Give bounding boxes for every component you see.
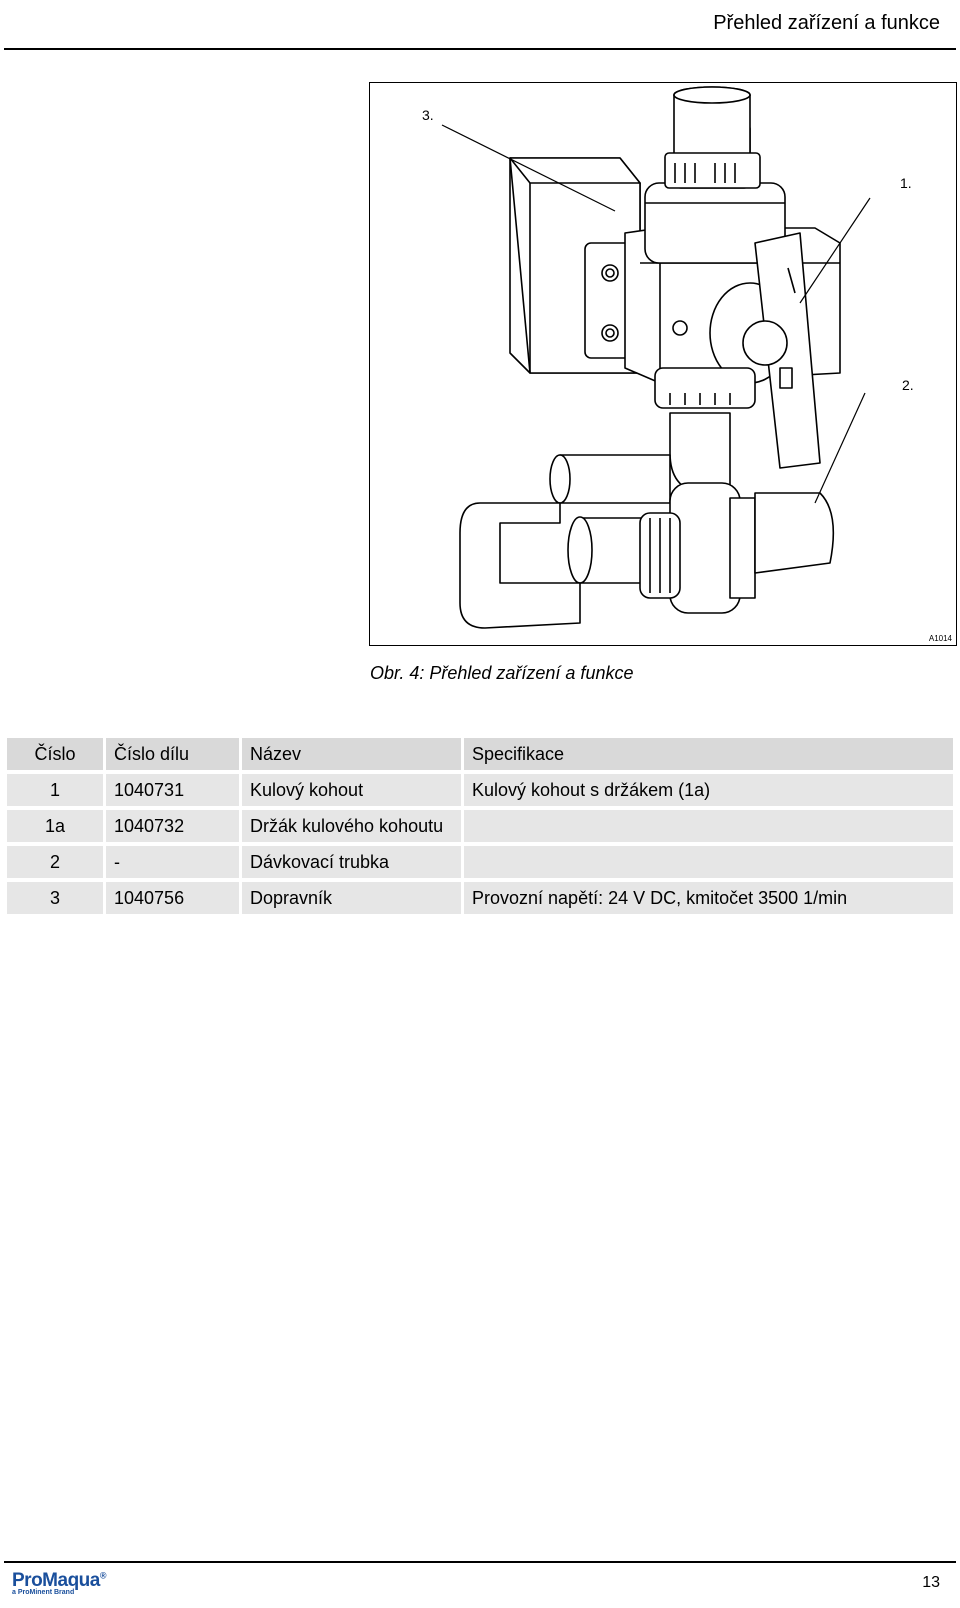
header-divider bbox=[4, 48, 956, 50]
figure-caption: Obr. 4: Přehled zařízení a funkce bbox=[370, 663, 634, 683]
callout-3-leader bbox=[441, 124, 616, 212]
table-row: 3 1040756 Dopravník Provozní napětí: 24 … bbox=[7, 882, 953, 914]
header-part-number: Číslo dílu bbox=[106, 738, 239, 770]
header-specification: Specifikace bbox=[464, 738, 953, 770]
logo-tagline: a ProMinent Brand bbox=[12, 1589, 75, 1596]
cell-name: Dopravník bbox=[242, 882, 461, 914]
promaqua-logo: ProMaqua® a ProMinent Brand bbox=[12, 1570, 107, 1596]
callout-2: 2. bbox=[902, 377, 914, 393]
footer-divider bbox=[4, 1561, 956, 1563]
callout-1: 1. bbox=[900, 175, 912, 191]
cell-part-number: 1040756 bbox=[106, 882, 239, 914]
cell-part-number: 1040731 bbox=[106, 774, 239, 806]
logo-registered-mark: ® bbox=[99, 1570, 107, 1581]
page-header-title: Přehled zařízení a funkce bbox=[713, 12, 940, 34]
cell-specification bbox=[464, 810, 953, 842]
cell-specification: Kulový kohout s držákem (1a) bbox=[464, 774, 953, 806]
cell-number: 1a bbox=[7, 810, 103, 842]
cell-number: 3 bbox=[7, 882, 103, 914]
cell-specification bbox=[464, 846, 953, 878]
callout-3: 3. bbox=[422, 107, 434, 123]
table-header-row: Číslo Číslo dílu Název Specifikace bbox=[7, 738, 953, 770]
logo-wordmark: ProMaqua bbox=[12, 1570, 100, 1591]
upper-tube-shape bbox=[559, 454, 671, 504]
header-number: Číslo bbox=[7, 738, 103, 770]
cell-name: Držák kulového kohoutu bbox=[242, 810, 461, 842]
cell-specification: Provozní napětí: 24 V DC, kmitočet 3500 … bbox=[464, 882, 953, 914]
parts-table: Číslo Číslo dílu Název Specifikace 1 104… bbox=[4, 734, 956, 918]
callout-2-leader bbox=[814, 392, 866, 504]
cell-part-number: 1040732 bbox=[106, 810, 239, 842]
figure-code: A1014 bbox=[928, 634, 952, 643]
table-row: 1a 1040732 Držák kulového kohoutu bbox=[7, 810, 953, 842]
device-figure: 3. 1. 2. A1014 bbox=[369, 82, 957, 646]
cell-number: 2 bbox=[7, 846, 103, 878]
table-row: 2 - Dávkovací trubka bbox=[7, 846, 953, 878]
cell-number: 1 bbox=[7, 774, 103, 806]
ball-valve-drawing bbox=[441, 86, 871, 629]
cell-name: Kulový kohout bbox=[242, 774, 461, 806]
table-row: 1 1040731 Kulový kohout Kulový kohout s … bbox=[7, 774, 953, 806]
cell-name: Dávkovací trubka bbox=[242, 846, 461, 878]
valve-handle-shape bbox=[754, 232, 821, 469]
page-number: 13 bbox=[922, 1574, 940, 1591]
callout-1-leader bbox=[799, 197, 871, 304]
cell-part-number: - bbox=[106, 846, 239, 878]
header-name: Název bbox=[242, 738, 461, 770]
